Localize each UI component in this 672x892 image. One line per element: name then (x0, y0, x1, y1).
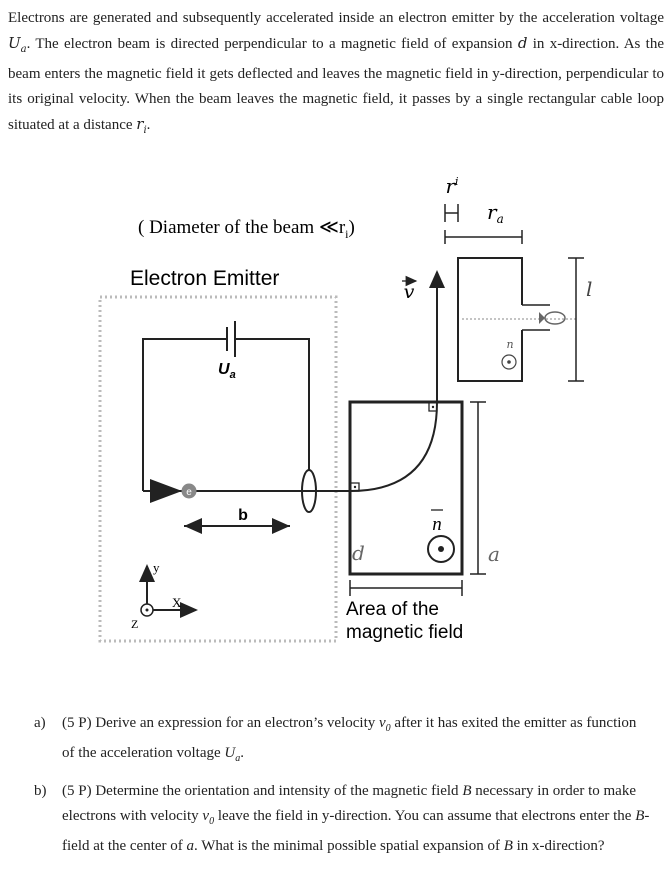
emitter-label: Electron Emitter (130, 267, 279, 290)
rotation-icon (544, 311, 566, 325)
symbol-Ua: Ua (224, 745, 241, 764)
intro-text-1: Electrons are generated and subsequently… (8, 10, 664, 26)
symbol-B: B (635, 808, 645, 824)
symbol-v0: v0 (379, 715, 391, 734)
field-n-label: n (432, 514, 442, 535)
field-a-label: a (488, 542, 500, 566)
dimension-ri (444, 204, 459, 222)
symbol-v0: v0 (202, 808, 215, 827)
emitter-box (98, 295, 338, 643)
electron-symbol: e (186, 487, 192, 498)
problem-statement: Electrons are generated and subsequently… (8, 10, 664, 136)
question-b: b) (5 P) Determine the orientation and i… (34, 779, 652, 859)
cathode-arrow (150, 479, 182, 503)
coordinate-axes: y X Z (131, 560, 198, 631)
electron-icon (181, 483, 197, 499)
axis-z-label: Z (131, 617, 138, 631)
question-b-label: b) (34, 783, 47, 799)
field-d-label: d (352, 541, 365, 565)
magnetic-field-area (348, 400, 464, 576)
emitter-circuit (142, 321, 350, 513)
intro-text-3: in x-direction. As the beam enters the m… (8, 36, 664, 133)
cable-loop (457, 257, 523, 382)
dimension-l (568, 257, 584, 382)
question-a: a) (5 P) Derive an expression for an ele… (34, 711, 652, 771)
dimension-ra (444, 230, 523, 244)
diameter-note: ( Diameter of the beam ≪ri) (138, 217, 355, 241)
symbol-ri: ri (136, 115, 147, 136)
loop-n-label: n (506, 338, 513, 351)
axis-x-label: X (172, 595, 182, 610)
electron-trajectory (349, 401, 438, 492)
ra-label: ra (487, 200, 504, 226)
question-a-label: a) (34, 715, 46, 731)
velocity-label: v (404, 281, 415, 303)
voltage-label: Ua (218, 361, 236, 381)
loop-normal-icon (501, 354, 517, 370)
symbol-d: d (517, 34, 528, 52)
intro-text-2: . The electron beam is directed perpendi… (26, 36, 513, 52)
ri-label: ri (445, 174, 458, 198)
distance-b-label: b (238, 507, 248, 524)
field-direction-icon (427, 535, 455, 563)
axis-y-label: y (153, 560, 160, 575)
area-label-2: magnetic field (346, 622, 463, 643)
symbol-Ua: Ua (8, 34, 27, 55)
symbol-B: B (462, 783, 472, 799)
symbol-B: B (503, 838, 513, 854)
loop-length-label: l (586, 277, 592, 301)
symbol-a: a (186, 838, 195, 854)
area-label-1: Area of the (346, 599, 439, 620)
